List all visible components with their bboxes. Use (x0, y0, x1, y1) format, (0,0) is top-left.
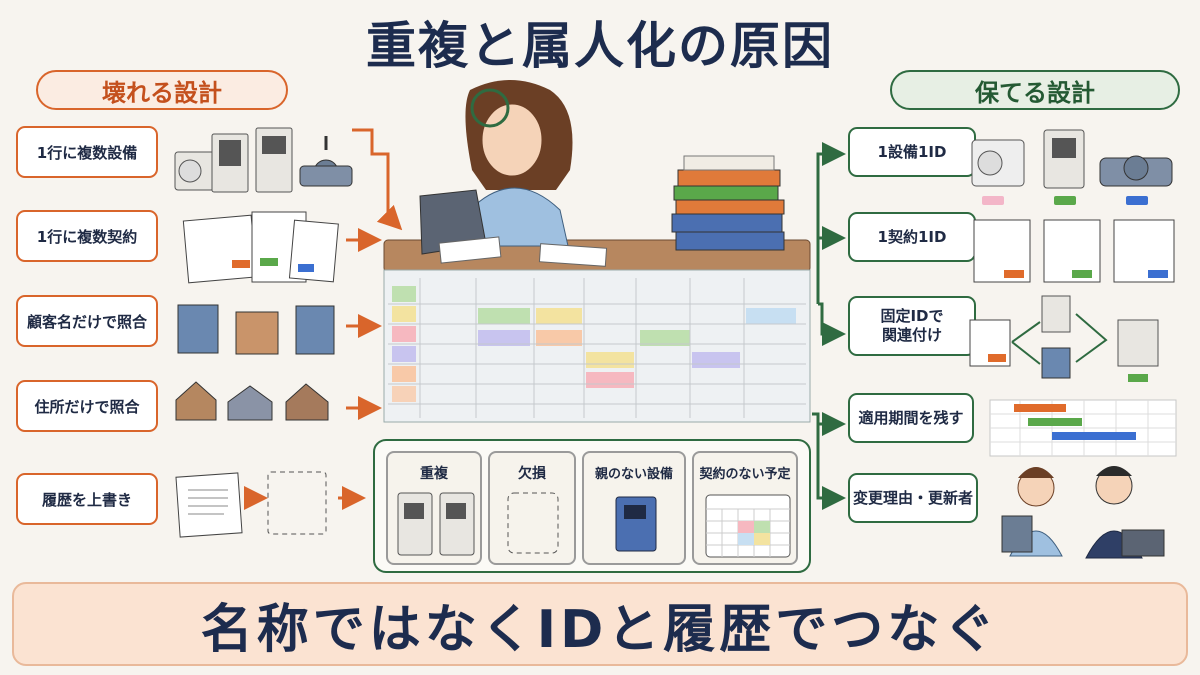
page-title: 重複と属人化の原因 (366, 17, 834, 75)
overwrite-history-icons (175, 471, 366, 538)
single-contract-docs (973, 219, 1175, 283)
duplicate-equipment-icon (397, 492, 475, 556)
problem-orphan-label: 親のない設備 (594, 467, 673, 482)
orphan-equipment-icon (615, 496, 657, 552)
bad-item-multi-equipment: 1行に複数設備 (16, 126, 158, 178)
equipment-icons-row1 (174, 127, 353, 193)
problem-uncontracted-schedule: 契約のない予定 (692, 451, 798, 565)
calendar-icon (705, 494, 791, 558)
problem-missing: 欠損 (488, 451, 576, 565)
summary-banner: 名称ではなくIDと履歴でつなぐ (12, 582, 1188, 666)
worried-person-illustration (383, 80, 811, 273)
two-people-illustration (1001, 466, 1165, 559)
validity-period-timeline (989, 399, 1177, 457)
good-item-fixed-id-link: 固定IDで 関連付け (848, 296, 976, 356)
good-item-equipment-id: 1設備1ID (848, 127, 976, 177)
single-equipment-icons (971, 129, 1173, 205)
good-item-keep-period: 適用期間を残す (848, 393, 974, 443)
good-design-header: 保てる設計 (890, 70, 1180, 110)
problem-orphan-equipment: 親のない設備 (582, 451, 686, 565)
contract-docs-row2 (182, 211, 339, 284)
good-item-contract-id: 1契約1ID (848, 212, 976, 262)
problem-schedule-label: 契約のない予定 (699, 467, 791, 482)
good-item-change-reason: 変更理由・更新者 (848, 473, 978, 523)
building-icons-row3 (177, 304, 335, 355)
bad-item-address-match: 住所だけで照合 (16, 380, 158, 432)
bad-item-overwrite-history: 履歴を上書き (16, 473, 158, 525)
missing-dashed-icon (507, 492, 559, 554)
fixed-id-link-diagram (969, 295, 1159, 382)
binder-stack (671, 155, 785, 251)
problem-missing-label: 欠損 (518, 466, 546, 482)
problem-duplicate: 重複 (386, 451, 482, 565)
bad-item-multi-contract: 1行に複数契約 (16, 210, 158, 262)
messy-spreadsheet (383, 269, 811, 423)
house-icons-row4 (175, 381, 329, 421)
problem-duplicate-label: 重複 (420, 466, 448, 482)
bad-design-header: 壊れる設計 (36, 70, 288, 110)
bad-item-name-match: 顧客名だけで照合 (16, 295, 158, 347)
